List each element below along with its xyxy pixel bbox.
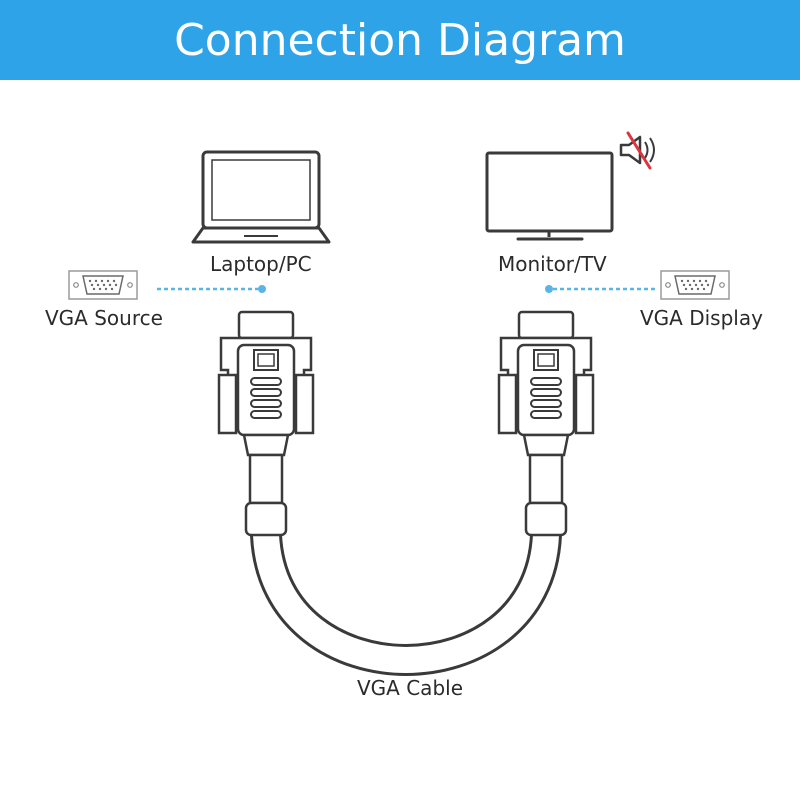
title-banner: Connection Diagram [0,0,800,80]
display-connector-line [545,285,655,293]
vga-plug-right-icon [497,310,595,537]
vga-display-port-icon [660,270,730,300]
vga-cable-label: VGA Cable [357,676,463,700]
monitor-icon [485,151,614,241]
source-connector-line [157,285,266,293]
vga-source-port-icon [68,270,138,300]
monitor-label: Monitor/TV [498,252,607,276]
vga-cable-icon [250,533,562,677]
laptop-label: Laptop/PC [210,252,312,276]
laptop-icon [191,150,331,244]
vga-display-label: VGA Display [640,306,763,330]
vga-source-label: VGA Source [45,306,163,330]
muted-speaker-icon [619,131,655,170]
page-title: Connection Diagram [174,14,626,66]
vga-plug-left-icon [217,310,315,537]
